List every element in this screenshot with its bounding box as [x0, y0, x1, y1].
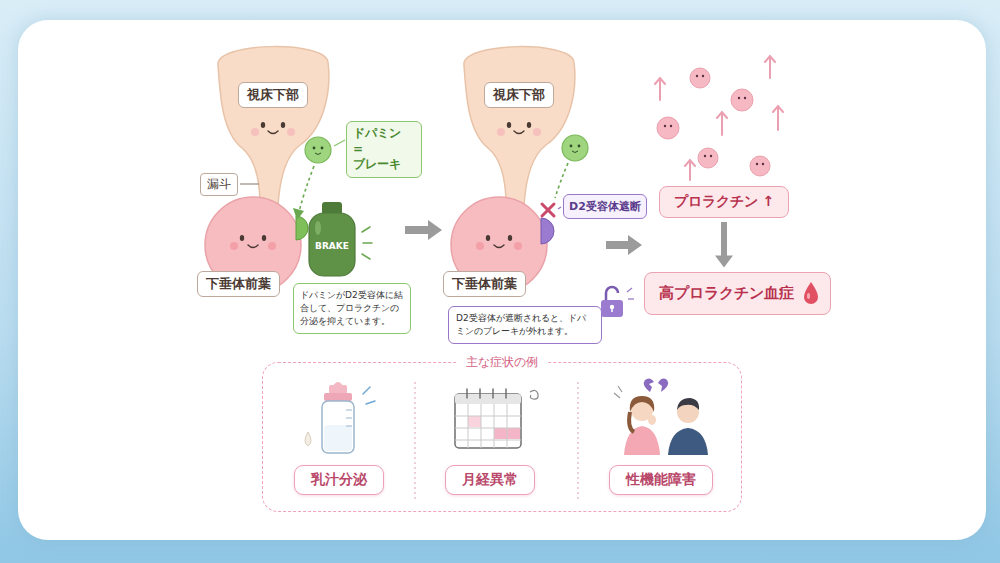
box-text: ドパミンがD2受容体に結合して、プロラクチンの分泌を抑えています。: [300, 289, 404, 328]
symptom-pill: 性機能障害: [609, 465, 713, 495]
prolactin-molecules: [657, 68, 770, 176]
box-text: プロラクチン ↑: [674, 193, 775, 211]
box-text: 下垂体前葉: [452, 275, 517, 293]
note-box: ドパミンがD2受容体に結合して、プロラクチンの分泌を抑えています。: [293, 283, 411, 334]
pituitary-left: [205, 197, 308, 293]
box-text: 性機能障害: [626, 471, 696, 489]
brake-bottle: [309, 202, 372, 276]
step-arrow: [405, 220, 442, 240]
dopamine-molecule: [293, 137, 345, 220]
column-dividers: [415, 382, 578, 500]
part-label: 漏斗: [200, 173, 238, 196]
region-label: 視床下部: [238, 82, 308, 108]
region-label: 下垂体前葉: [197, 271, 280, 297]
couple-icon: [614, 378, 708, 455]
arrow-head: [715, 256, 733, 268]
box-text: D2受容体が遮断されると、ドパミンのブレーキが外れます。: [456, 312, 594, 338]
leader-line: [240, 183, 259, 184]
blocked-receptor: [541, 204, 561, 244]
blood-drop-highlight: [807, 293, 810, 299]
symptom-pill: 月経異常: [445, 465, 535, 495]
increase-arrows: [655, 56, 783, 180]
symptom-panel: 主な症状の例乳汁分泌月経異常性機能障害: [262, 362, 742, 512]
icon-label: BRAKE: [315, 241, 349, 251]
blood-drop-icon: [802, 281, 820, 305]
blood-drop-shape: [804, 282, 818, 304]
baby-bottle-icon: [305, 382, 375, 453]
result-box: プロラクチン ↑: [659, 186, 790, 218]
flow-arrow: [715, 222, 733, 268]
note-box: D2受容体が遮断されると、ドパミンのブレーキが外れます。: [448, 306, 602, 344]
box-text: 乳汁分泌: [311, 471, 367, 489]
box-text: 月経異常: [462, 471, 518, 489]
symptom-pill: 乳汁分泌: [294, 465, 384, 495]
callout-box: ドパミン = ブレーキ: [346, 121, 422, 178]
result-box: 高プロラクチン血症: [644, 272, 831, 315]
calendar-icon: [455, 389, 538, 448]
box-text: ドパミン = ブレーキ: [353, 126, 415, 173]
panel-heading: 主な症状の例: [458, 354, 546, 370]
hypothalamus-middle: [451, 47, 575, 293]
dopamine-molecule-middle: [555, 135, 588, 198]
step-arrow: [606, 235, 642, 255]
box-text: 高プロラクチン血症: [659, 284, 794, 303]
arrow-shaft: [721, 222, 727, 258]
box-text: D2受容体遮断: [569, 199, 641, 214]
box-text: 下垂体前葉: [206, 275, 271, 293]
callout-box: D2受容体遮断: [563, 194, 647, 219]
region-label: 視床下部: [484, 82, 554, 108]
open-lock-icon: [601, 287, 634, 317]
box-text: 視床下部: [247, 86, 299, 104]
box-text: 視床下部: [493, 86, 545, 104]
region-label: 下垂体前葉: [443, 271, 526, 297]
